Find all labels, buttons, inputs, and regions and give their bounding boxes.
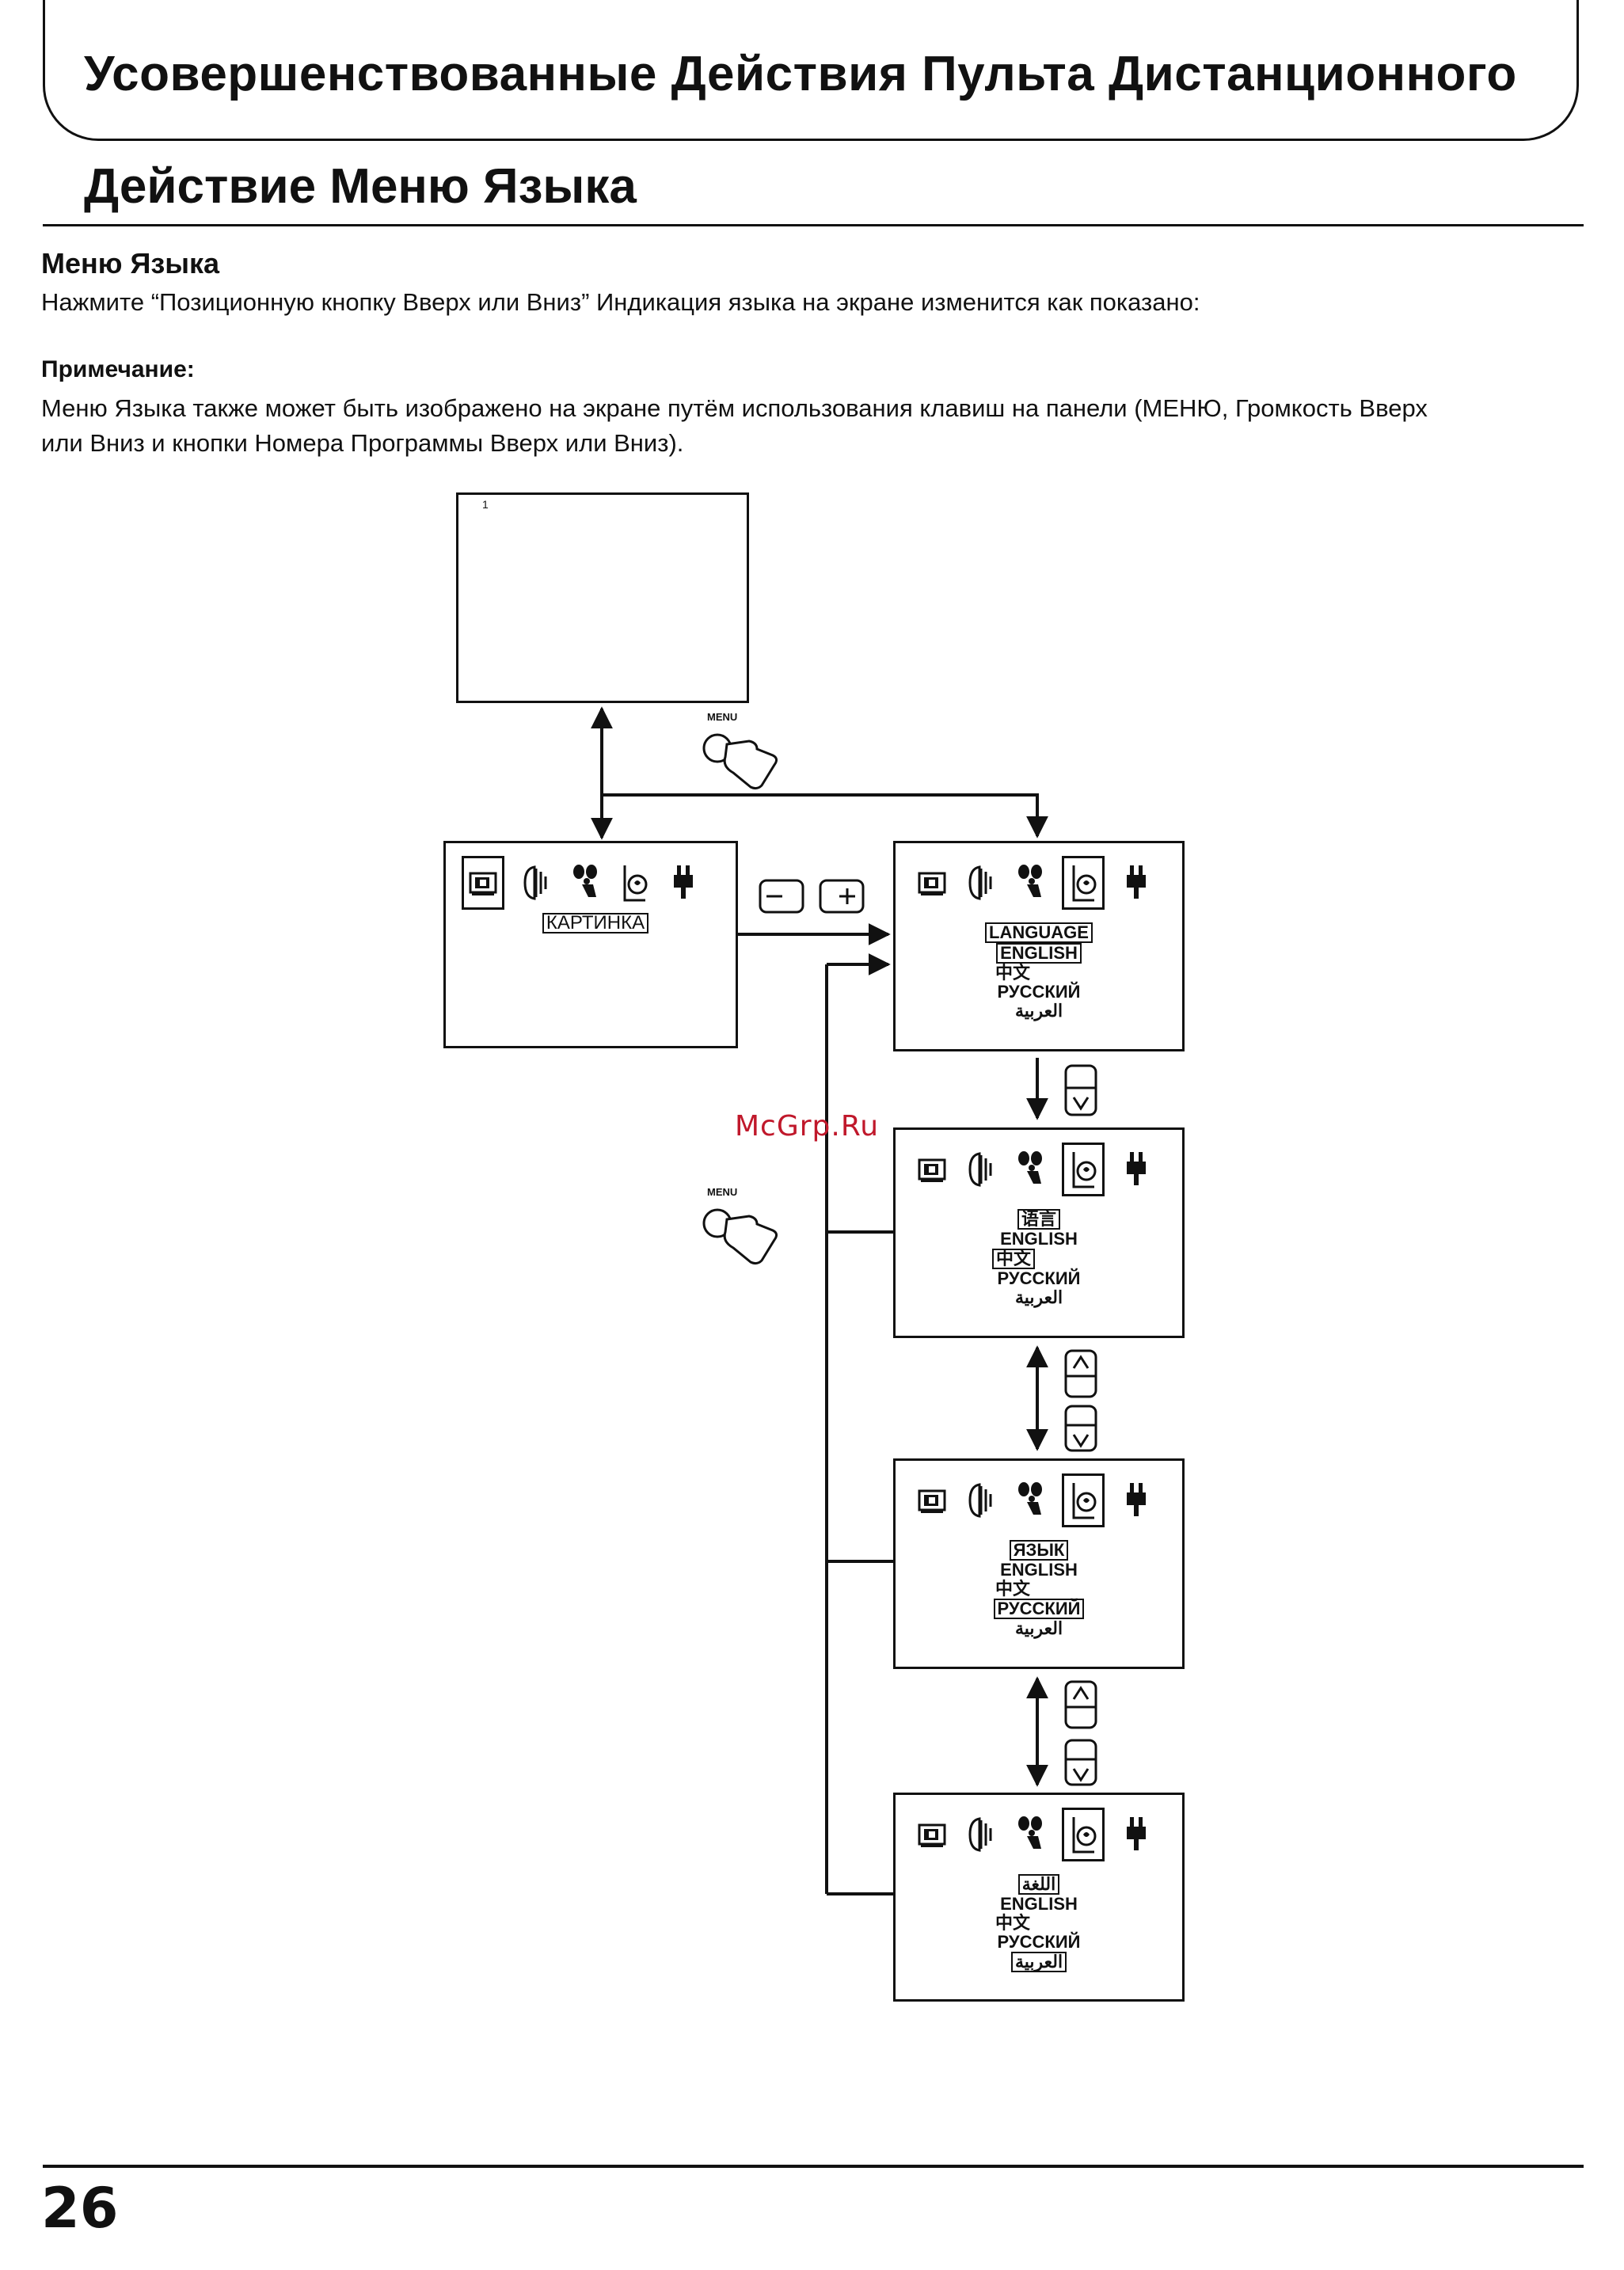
lang-option-english: ENGLISH <box>996 943 1082 964</box>
lang-option-chinese: 中文 <box>995 963 1031 983</box>
picture-icon <box>915 860 949 906</box>
picture-icon <box>915 1812 949 1857</box>
plug-icon <box>1119 1477 1154 1523</box>
lang-option-english: ENGLISH <box>1000 1894 1078 1914</box>
lang-option-chinese: 中文 <box>995 1579 1031 1599</box>
lang-option-arabic: العربية <box>1014 1001 1063 1021</box>
sound-icon <box>519 860 553 906</box>
section-title: Действие Меню Языка <box>84 159 637 214</box>
language-icon <box>1062 1808 1105 1861</box>
sound-icon <box>964 1812 998 1857</box>
footer-divider <box>43 2165 1584 2168</box>
setup-icon <box>1013 1812 1048 1857</box>
intro-paragraph: Нажмите “Позиционную кнопку Вверх или Вн… <box>41 288 1200 316</box>
hand-pressing-menu-icon <box>702 1208 778 1265</box>
lang-option-russian: РУССКИЙ <box>997 982 1081 1002</box>
arrow-menu-to-language <box>602 793 1048 838</box>
lang-title: LANGUAGE <box>985 922 1093 943</box>
lang-title: اللغة <box>1017 1874 1060 1895</box>
lang-option-russian: РУССКИЙ <box>993 1599 1085 1619</box>
up-button-icon <box>1064 1680 1097 1729</box>
sound-icon <box>964 860 998 906</box>
watermark: McGrp.Ru <box>735 1110 880 1143</box>
tv-screen-language-1: LANGUAGE ENGLISH 中文 РУССКИЙ العربية <box>893 841 1185 1051</box>
tv-screen-language-4: اللغة ENGLISH 中文 РУССКИЙ العربية <box>893 1793 1185 2002</box>
language-icon <box>1062 856 1105 910</box>
up-button-icon <box>1064 1349 1097 1398</box>
plug-icon <box>1119 860 1154 906</box>
lang-option-english: ENGLISH <box>1000 1560 1078 1580</box>
lang-option-chinese: 中文 <box>995 1913 1031 1933</box>
tv-screen-blank: 1 <box>456 492 749 703</box>
plug-icon <box>666 860 701 906</box>
down-button-icon <box>1064 1064 1097 1116</box>
picture-icon <box>462 856 504 910</box>
header-frame <box>43 0 1579 141</box>
section-divider <box>43 224 1584 226</box>
picture-menu-label: КАРТИНКА <box>542 913 649 933</box>
plug-icon <box>1119 1812 1154 1857</box>
setup-icon <box>1013 1477 1048 1523</box>
lang-title: 语言 <box>1017 1209 1060 1230</box>
page-header-title: Усовершенствованные Действия Пульта Дист… <box>84 47 1517 101</box>
volume-buttons-icon <box>759 879 865 914</box>
plug-icon <box>1119 1146 1154 1192</box>
language-menu-heading: Меню Языка <box>41 247 220 279</box>
page-number: 26 <box>41 2176 119 2241</box>
lang-title: ЯЗЫК <box>1009 1540 1069 1561</box>
lang-option-russian: РУССКИЙ <box>997 1932 1081 1952</box>
setup-icon <box>568 860 603 906</box>
note-line-1: Меню Языка также может быть изображено н… <box>41 394 1428 422</box>
tv-screen-picture-menu: КАРТИНКА <box>443 841 738 1048</box>
setup-icon <box>1013 860 1048 906</box>
language-icon <box>617 860 652 906</box>
language-icon <box>1062 1143 1105 1196</box>
lang-option-english: ENGLISH <box>1000 1229 1078 1249</box>
setup-icon <box>1013 1146 1048 1192</box>
lang-option-arabic: العربية <box>1014 1618 1063 1638</box>
channel-number: 1 <box>482 498 489 511</box>
note-heading: Примечание: <box>41 356 195 382</box>
sound-icon <box>964 1146 998 1192</box>
hand-pressing-menu-icon <box>702 733 778 790</box>
sound-icon <box>964 1477 998 1523</box>
lang-option-russian: РУССКИЙ <box>997 1268 1081 1288</box>
language-icon <box>1062 1473 1105 1527</box>
lang-option-chinese: 中文 <box>992 1249 1036 1269</box>
lang-option-arabic: العربية <box>1014 1287 1063 1307</box>
tv-screen-language-3: ЯЗЫК ENGLISH 中文 РУССКИЙ العربية <box>893 1458 1185 1669</box>
menu-button-label: MENU <box>707 1186 738 1198</box>
menu-button-label: MENU <box>707 711 738 723</box>
picture-icon <box>915 1146 949 1192</box>
down-button-icon <box>1064 1405 1097 1452</box>
picture-icon <box>915 1477 949 1523</box>
tv-screen-language-2: 语言 ENGLISH 中文 РУССКИЙ العربية <box>893 1127 1185 1338</box>
down-button-icon <box>1064 1739 1097 1786</box>
note-line-2: или Вниз и кнопки Номера Программы Вверх… <box>41 429 684 457</box>
lang-option-arabic: العربية <box>1010 1952 1067 1972</box>
